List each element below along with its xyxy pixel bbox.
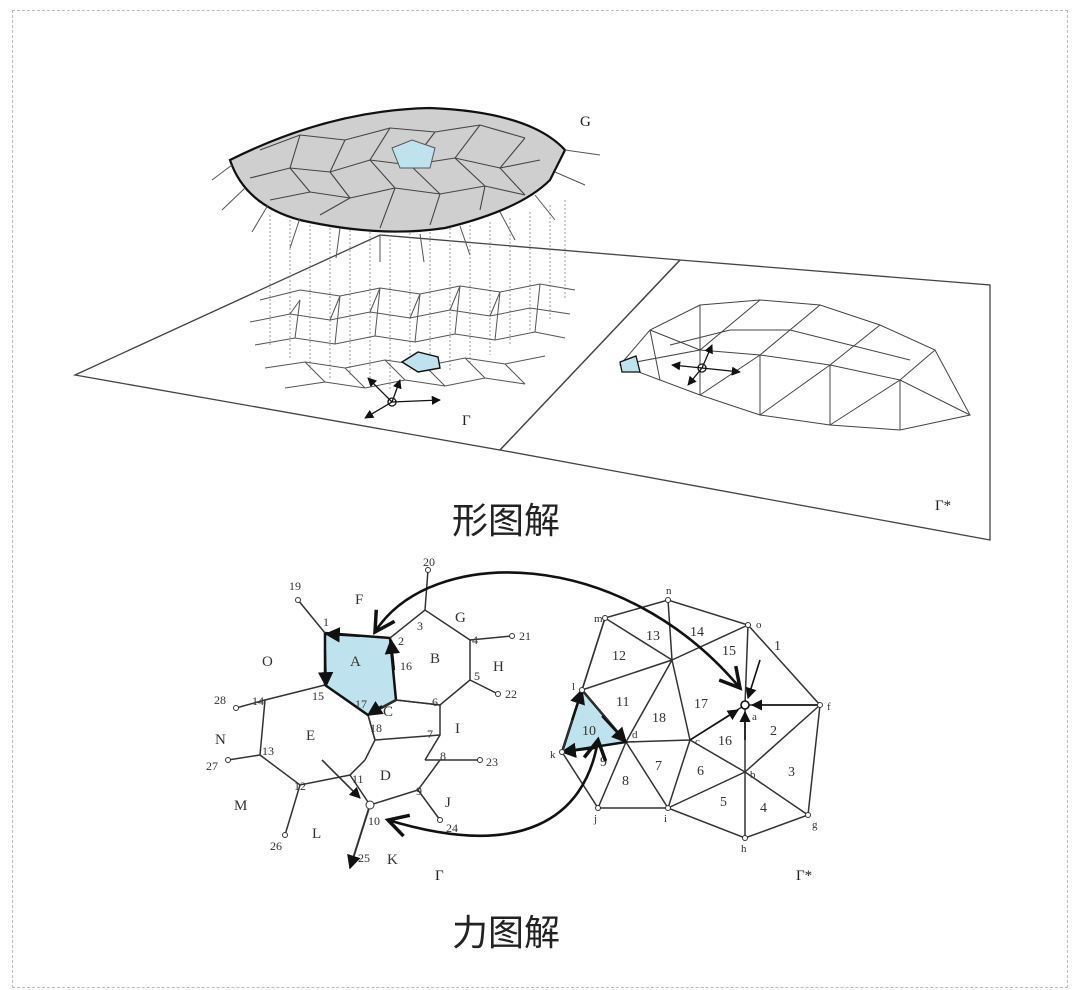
force-node-label: b [750, 769, 756, 781]
form-node-label: 8 [440, 749, 446, 763]
form-face-label: E [306, 728, 315, 744]
link-arrow-lower [384, 736, 608, 838]
form-face-label: G [455, 610, 466, 626]
form-node-label: 4 [472, 633, 478, 647]
form-node-label: 7 [427, 727, 433, 741]
force-face-label: 8 [622, 774, 629, 789]
form-face-label: F [355, 592, 363, 608]
force-node-label: j [593, 813, 597, 825]
force-plane-label: Γ* [935, 498, 951, 514]
figure-frame [12, 10, 1068, 988]
force-face-label: 14 [690, 625, 704, 640]
force-face-label: 11 [616, 695, 629, 710]
vault-highlight [391, 139, 436, 169]
form-face-label: A [350, 654, 361, 670]
force-node-label: c [695, 736, 700, 748]
projection-lines [269, 200, 566, 390]
force-face-label: 13 [646, 629, 660, 644]
form-node-label: 12 [294, 779, 306, 793]
force-face-label: 16 [718, 734, 732, 749]
form-node-label: 17 [355, 697, 367, 711]
force-node-label: a [752, 711, 757, 723]
force-node-label: k [550, 749, 556, 761]
form-node-label: 6 [432, 695, 438, 709]
force-node-a [689, 659, 820, 741]
force-node-label: g [812, 819, 818, 831]
form-node-label: 25 [358, 851, 370, 865]
form-node-label: 2 [398, 634, 404, 648]
force-face-label: 10 [582, 724, 596, 739]
force-diagram-caption: 力图解 [452, 913, 560, 954]
force-node-label: f [827, 701, 831, 713]
surface-label: G [580, 114, 591, 130]
form-node-label: 23 [486, 755, 498, 769]
top-illustration: G Γ Γ* [72, 106, 991, 541]
force-node-label: h [741, 843, 747, 855]
form-node-label: 10 [368, 814, 380, 828]
force-face-label: 17 [694, 697, 708, 712]
form-node-label: 26 [270, 839, 282, 853]
force-node-label: m [594, 613, 603, 625]
form-face-label: C [383, 704, 393, 720]
force-face-label: 18 [652, 711, 666, 726]
form-diagram-label: Γ [435, 868, 444, 884]
form-node-label: 9 [416, 784, 422, 798]
form-face-label: M [234, 798, 247, 814]
form-plane [72, 234, 682, 451]
form-node-label: 19 [289, 579, 301, 593]
force-node-label: n [666, 585, 672, 597]
form-node-label: 27 [206, 759, 218, 773]
form-node-label: 18 [370, 721, 382, 735]
form-node-label: 3 [417, 619, 423, 633]
force-face-label: 1 [774, 639, 781, 654]
force-network-projection [619, 299, 971, 431]
vault-surface [211, 106, 601, 263]
force-node-label: l [572, 681, 575, 693]
force-face-label: 7 [655, 759, 662, 774]
form-node-label: 20 [423, 555, 435, 569]
form-face-label: I [455, 721, 460, 737]
force-node-label: d [632, 729, 638, 741]
form-plane-label: Γ [462, 413, 471, 429]
form-node-label: 15 [312, 689, 324, 703]
form-face-label: J [445, 795, 451, 811]
force-face-label: 3 [788, 765, 795, 780]
form-node-label: 14 [252, 694, 264, 708]
force-face-label: 4 [760, 801, 767, 816]
form-network-projection [249, 283, 576, 389]
force-face-label: 12 [612, 649, 626, 664]
force-face-labels: 1 2 3 4 5 6 7 8 9 10 11 12 13 14 15 16 1… [582, 625, 795, 816]
force-diagram-label: Γ* [796, 868, 812, 884]
force-node-label: i [664, 813, 667, 825]
form-face-label: O [262, 654, 273, 670]
force-face-label: 15 [722, 644, 736, 659]
form-projection-highlight [400, 351, 441, 373]
force-plane [498, 259, 991, 541]
form-node-label: 13 [262, 744, 274, 758]
form-node-label: 21 [519, 629, 531, 643]
force-face-label: 2 [770, 724, 777, 739]
force-node-label: o [756, 619, 762, 631]
form-node-label: 11 [352, 772, 364, 786]
form-node-label: 5 [474, 669, 480, 683]
force-projection-node [671, 344, 741, 386]
form-diagram-caption: 形图解 [452, 501, 560, 542]
force-face-label: 5 [720, 795, 727, 810]
form-node-label: 28 [214, 693, 226, 707]
form-face-label: N [215, 732, 226, 748]
form-face-label: B [430, 651, 440, 667]
force-face-label: 9 [600, 755, 607, 770]
force-projection-highlight [619, 355, 641, 373]
form-face-label: K [387, 852, 398, 868]
form-node-label: 22 [505, 687, 517, 701]
form-face-label: L [312, 826, 321, 842]
form-node-label: 16 [400, 659, 412, 673]
link-arrow-upper [373, 571, 743, 691]
form-projection-node [364, 377, 441, 419]
form-face-label: D [380, 768, 391, 784]
form-face-label: H [493, 659, 504, 675]
form-node-label: 1 [323, 615, 329, 629]
force-face-label: 6 [697, 764, 704, 779]
